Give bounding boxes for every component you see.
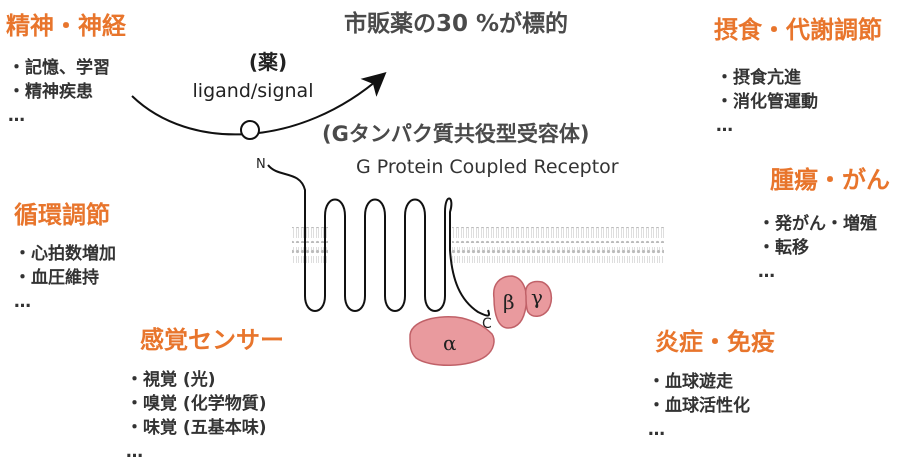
list-item: … [126,442,143,462]
category-title-psych: 精神・神経 [6,12,126,40]
category-title-immune: 炎症・免疫 [655,328,775,356]
cell-membrane [292,227,664,263]
n-terminal-label: N [256,157,266,172]
list-item: ・発がん・増殖 [758,214,877,234]
category-title-tumor: 腫瘍・がん [770,166,890,194]
list-item: ・記憶、学習 [8,58,110,78]
gamma-subunit [524,280,553,317]
category-title-circ: 循環調節 [14,201,110,229]
list-item: ・味覚 (五基本味) [126,418,267,438]
category-list-food: ・摂食亢進 ・消化管運動 … [716,66,818,138]
alpha-subunit [409,316,495,366]
category-list-circ: ・心拍数増加 ・血圧維持 … [14,242,116,314]
list-item: … [758,262,775,282]
list-item: ・視覚 (光) [126,370,216,390]
list-item: … [14,292,31,312]
list-item: ・消化管運動 [716,92,818,112]
category-list-immune: ・血球遊走 ・血球活性化 … [648,370,750,442]
list-item: ・血球遊走 [648,372,733,392]
receptor-chain [267,164,490,317]
category-list-tumor: ・発がん・増殖 ・転移 … [758,212,877,284]
list-item: ・血圧維持 [14,268,99,288]
list-item: … [716,116,733,136]
receptor-name-en: G Protein Coupled Receptor [356,156,619,178]
alpha-label: α [443,331,457,355]
list-item: ・転移 [758,238,809,258]
drug-label: (薬) [248,50,288,74]
list-item: ・精神疾患 [8,82,93,102]
signal-label: ligand/signal [192,80,314,102]
list-item: ・嗅覚 (化学物質) [126,394,267,414]
list-item: … [648,420,665,440]
page-title: 市販薬の30 %が標的 [344,11,569,37]
list-item: ・血球活性化 [648,396,750,416]
c-terminal-label: C [482,316,492,332]
list-item: ・摂食亢進 [716,68,801,88]
list-item: … [8,106,25,126]
beta-label: β [503,290,515,314]
category-list-sense: ・視覚 (光) ・嗅覚 (化学物質) ・味覚 (五基本味) … [126,368,266,464]
category-list-psych: ・記憶、学習 ・精神疾患 … [8,56,110,128]
category-title-food: 摂食・代謝調節 [714,16,882,44]
category-title-sense: 感覚センサー [140,326,284,354]
ligand-circle [240,120,260,140]
receptor-name-jp: (Gタンパク質共役型受容体) [322,122,590,146]
gamma-label: γ [531,285,543,309]
list-item: ・心拍数増加 [14,244,116,264]
